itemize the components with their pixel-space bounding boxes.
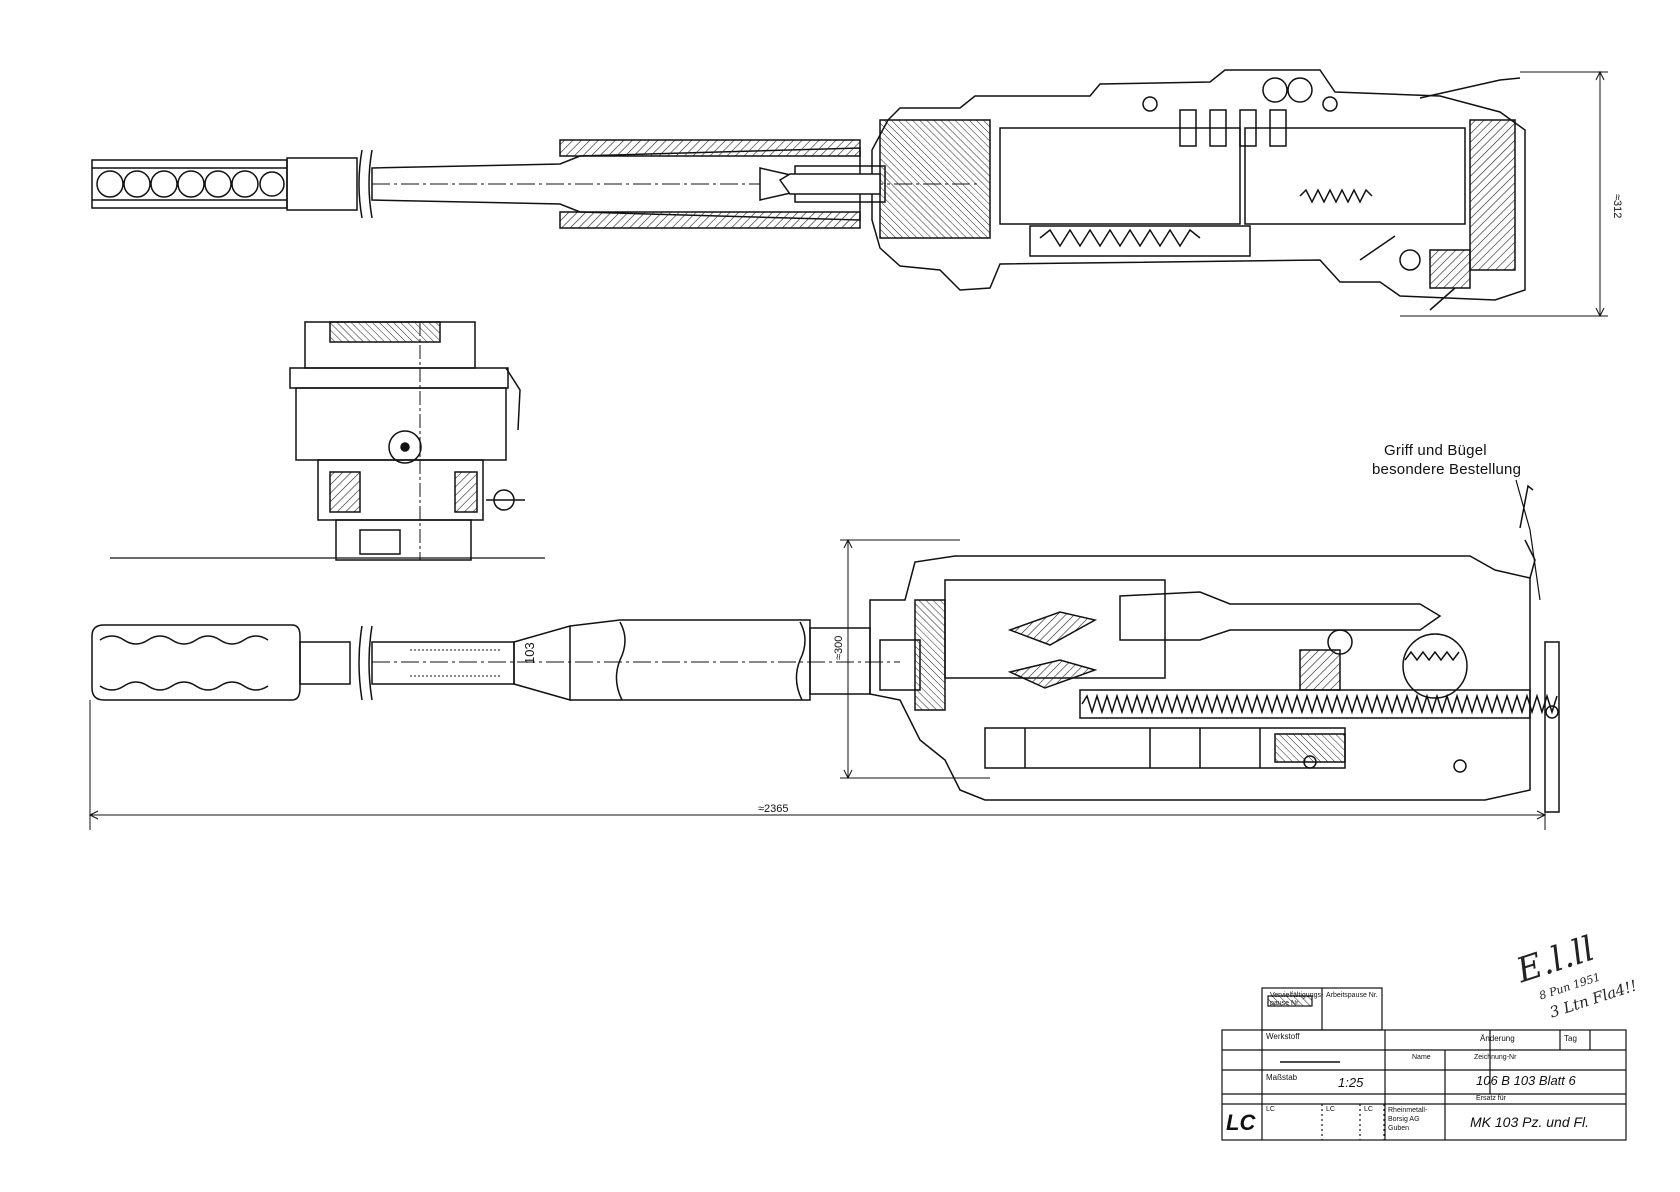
bottom-plan-view: [88, 479, 1560, 830]
receiver-bottom: [869, 484, 1560, 813]
tb-maker: Rheinmetall-Borsig AG Guben: [1388, 1107, 1428, 1132]
front-view: [110, 321, 545, 561]
tb-massstab-label: Maßstab: [1266, 1073, 1298, 1082]
tb-cell-lc1: LC: [1266, 1106, 1275, 1113]
height-dimension-bottom: [840, 538, 990, 780]
top-section-view: [91, 69, 1608, 318]
height-dimension-bottom-label: ≈300: [833, 636, 845, 660]
tb-vervielfaeltigung: Vervielfältigungs-pause Nr.: [1270, 992, 1324, 1007]
barrel-marking-label: 103: [522, 642, 537, 664]
height-dimension-top-label: ≈312: [1611, 194, 1623, 218]
tb-zeichnung-label: Zeichnung-Nr: [1474, 1054, 1517, 1061]
muzzle-brake-top: [91, 157, 358, 211]
tb-tag: Tag: [1564, 1034, 1577, 1043]
muzzle-brake-bottom: [91, 624, 351, 701]
tb-arbeitspause: Arbeitspause Nr.: [1326, 992, 1378, 999]
tb-name: Name: [1412, 1054, 1431, 1061]
barrel-bottom: [371, 619, 900, 701]
tb-massstab-value: 1:25: [1338, 1075, 1364, 1090]
tb-ersatz-fuer: Ersatz für: [1476, 1095, 1506, 1102]
note-griff-line1: Griff und Bügel: [1384, 442, 1487, 459]
note-griff-line2: besondere Bestellung: [1372, 461, 1522, 478]
length-dimension-label: ≈2365: [758, 803, 789, 815]
height-dimension-top: [1400, 70, 1608, 318]
tb-title: MK 103 Pz. und Fl.: [1470, 1114, 1590, 1130]
tb-werkstoff: Werkstoff: [1266, 1032, 1300, 1041]
title-block: [1221, 987, 1627, 1141]
length-dimension: [88, 700, 1547, 830]
tb-code: LC: [1226, 1110, 1256, 1135]
tb-cell-lc3: LC: [1364, 1106, 1373, 1113]
receiver-top: [778, 69, 1526, 311]
tb-zeichnung-value: 106 B 103 Blatt 6: [1476, 1073, 1576, 1088]
tb-aenderung: Änderung: [1480, 1034, 1515, 1043]
tb-cell-lc2: LC: [1326, 1106, 1335, 1113]
